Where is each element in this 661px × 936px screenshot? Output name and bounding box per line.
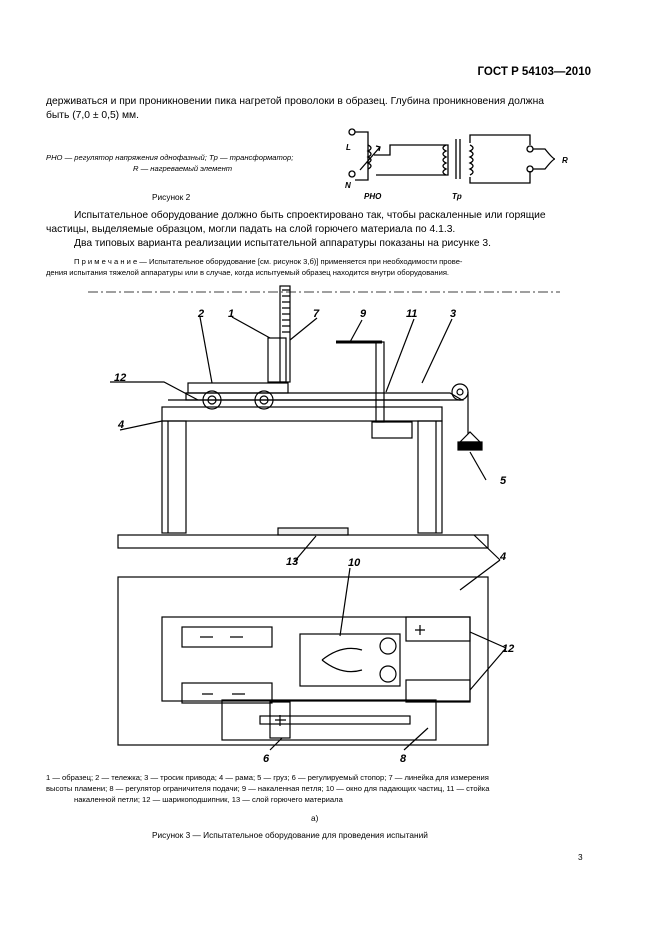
figure2-circuit-diagram: L N PHO Tp R	[345, 128, 568, 201]
transformer-core	[455, 139, 461, 179]
intro-line-1: держиваться и при проникновении пика наг…	[46, 96, 544, 107]
label-pho: PHO	[364, 192, 382, 201]
figure3-caption: Рисунок 3 — Испытательное оборудование д…	[152, 830, 428, 840]
fig3-label-10: 10	[348, 557, 361, 569]
figure3-legend-line-2: высоты пламени; 8 — регулятор ограничите…	[46, 784, 490, 793]
figure2-caption: Рисунок 2	[152, 192, 191, 202]
figure2-legend-line-1: PHO — регулятор напряжения однофазный; T…	[46, 153, 294, 162]
note-line-2: дения испытания тяжелой аппаратуры или в…	[46, 268, 450, 277]
fig3-label-8: 8	[400, 753, 407, 765]
note-line-1: П р и м е ч а н и е — Испытательное обор…	[74, 257, 463, 266]
figure3-legend-line-1: 1 — образец; 2 — тележка; 3 — тросик при…	[46, 773, 489, 782]
label-n: N	[345, 181, 351, 190]
autotransformer-coil	[366, 144, 372, 170]
page-number: 3	[578, 852, 583, 862]
body-para1-line-1: Испытательное оборудование должно быть с…	[74, 210, 546, 221]
fig3-label-9: 9	[360, 308, 367, 320]
label-l: L	[346, 143, 351, 152]
figure2-legend-line-2: R — нагреваемый элемент	[133, 164, 233, 173]
window-falling-particles	[299, 633, 401, 687]
fig3-label-13: 13	[286, 556, 298, 568]
fig3-label-11: 11	[406, 308, 417, 320]
document-code: ГОСТ Р 54103—2010	[477, 66, 591, 78]
transformer-secondary	[468, 144, 474, 176]
intro-line-2: быть (7,0 ± 0,5) мм.	[46, 110, 139, 121]
body-para1-line-2: частицы, выделяемые образцом, могли пада…	[46, 224, 456, 235]
figure3-legend-line-3: накаленной петли; 12 — шарикоподшипник, …	[74, 795, 343, 804]
fig3-label-4: 4	[117, 419, 124, 431]
heating-element	[533, 148, 556, 170]
body-para2: Два типовых варианта реализации испытате…	[74, 238, 491, 249]
fig3-label-3: 3	[450, 308, 456, 320]
fig3-label-12b: 12	[502, 643, 514, 655]
fig3-label-6: 6	[263, 753, 270, 765]
fig3-label-5: 5	[500, 475, 507, 487]
terminal-n	[348, 170, 356, 178]
transformer-primary	[442, 144, 448, 176]
fig3-label-1: 1	[228, 308, 234, 320]
figure3-apparatus-drawing: 2 1 7 9 11 3 12 4 5 13 10 4 12 6 8	[88, 285, 560, 765]
fig3-label-12: 12	[114, 372, 126, 384]
loop-stand	[375, 341, 385, 423]
regulator-arrow	[359, 146, 381, 171]
flame-ruler	[279, 285, 291, 383]
carriage	[187, 382, 289, 394]
fig3-label-4b: 4	[499, 551, 506, 563]
figure3-subfigure-label: а)	[311, 813, 319, 823]
label-r: R	[562, 156, 568, 165]
label-tp: Tp	[452, 192, 462, 201]
fig3-label-2: 2	[197, 308, 204, 320]
sample	[267, 337, 287, 383]
fig3-label-7: 7	[313, 308, 320, 320]
